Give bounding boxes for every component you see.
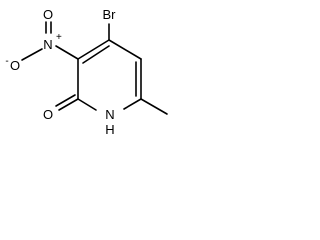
nitro-o-charge: -	[5, 56, 8, 67]
bond-c3-nitro-n	[55, 45, 79, 60]
bond-c3-c4	[77, 39, 110, 60]
atom-nitro-o-label: O	[43, 7, 53, 22]
atom-nitro-n-label: N	[43, 37, 52, 52]
bond-c2-o-double-a	[58, 98, 79, 111]
atom-br-label: Br	[103, 7, 117, 22]
bond-c6-methyl	[140, 98, 168, 115]
atom-nitro-o-minus-label: O	[10, 58, 20, 73]
bond-c2-o-double-b	[55, 94, 76, 107]
atom-carbonyl-o-label: O	[43, 107, 53, 122]
bond-c3-c4-double	[82, 45, 110, 64]
bond-nitro-n-o-minus	[21, 48, 43, 61]
atom-ring-n-label: N	[105, 107, 114, 122]
bond-c4-c5	[108, 39, 142, 60]
molecule-diagram: Br O N + O - O N H	[0, 0, 188, 148]
atom-ring-h-label: H	[105, 122, 114, 137]
bond-n1-c2	[77, 98, 97, 111]
nitro-n-charge: +	[56, 32, 62, 43]
structure-drawing: Br O N + O - O N H	[5, 7, 168, 137]
bond-c6-n1	[123, 98, 142, 110]
